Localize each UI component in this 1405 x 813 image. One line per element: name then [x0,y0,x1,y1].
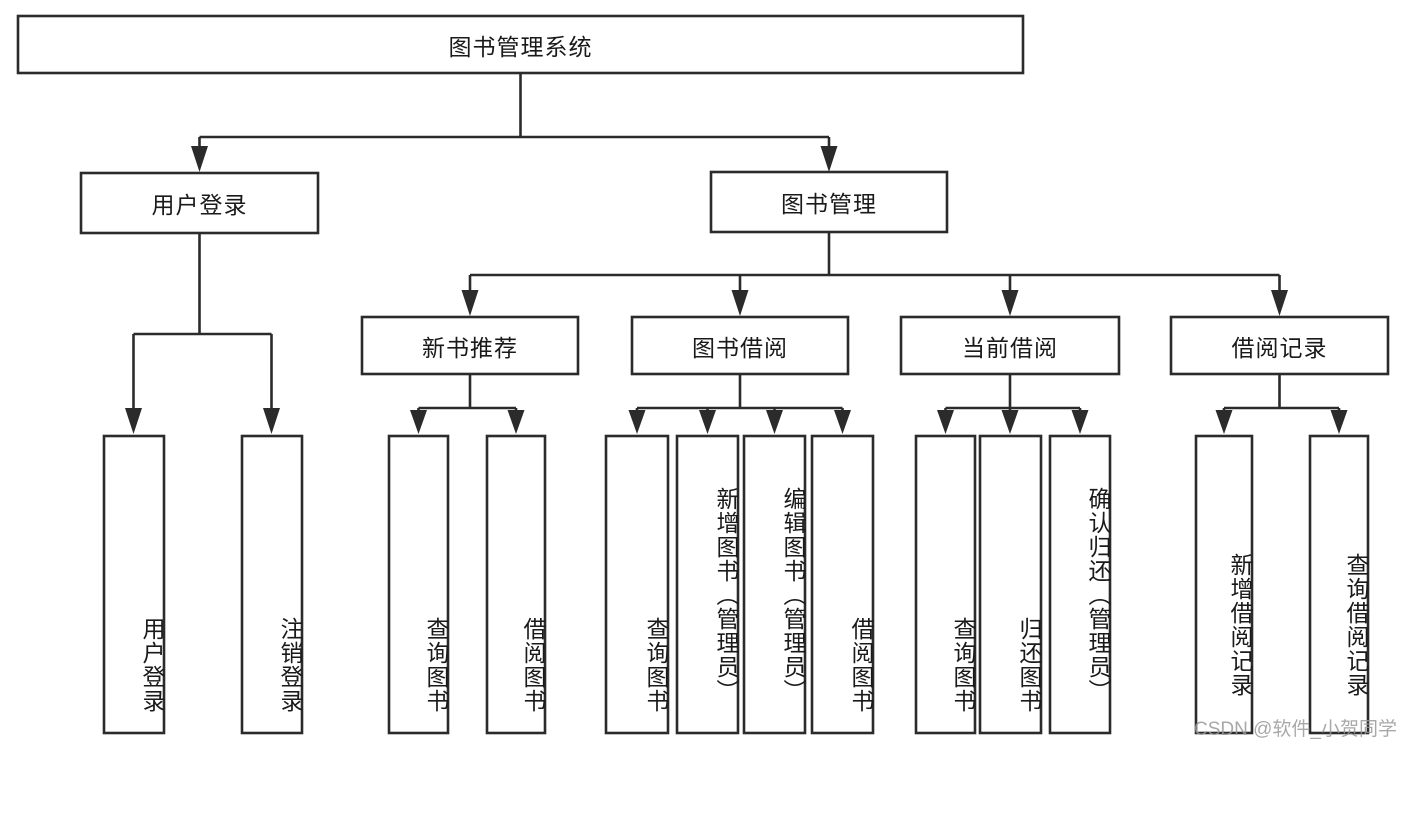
node-box-current-borrow[interactable] [899,315,1121,376]
connector-group-book-borrow [628,374,851,434]
node-box-cb-query-book[interactable] [914,434,977,735]
arrowhead-user-login-do [125,408,142,434]
arrowhead-bb-edit-book [766,410,783,434]
node-box-new-book-recommend[interactable] [360,315,580,376]
diagram-canvas: 图书管理系统 用户登录 图书管理 新书推荐 图书借阅 当前借阅 借阅记录 用户登… [16,14,1397,740]
node-box-borrow-record[interactable] [1169,315,1390,376]
connector-group-root [191,73,838,172]
node-box-user-login[interactable] [79,171,320,235]
arrowhead-bb-add-book [699,410,716,434]
node-box-br-query-record[interactable] [1308,434,1370,735]
node-box-cb-confirm-return[interactable] [1048,434,1112,735]
flowchart-svg [16,14,1390,735]
node-box-nb-borrow-book[interactable] [485,434,547,735]
arrowhead-cb-query-book [937,410,954,434]
arrowhead-nb-borrow-book [507,410,525,434]
arrowhead-book-borrow [731,290,749,316]
node-box-user-logout[interactable] [240,434,304,735]
node-box-bb-borrow-book[interactable] [810,434,875,735]
arrowhead-br-query-record [1330,410,1348,434]
connector-group-borrow-record [1215,374,1348,434]
node-box-bb-edit-book[interactable] [742,434,807,735]
node-box-book-borrow[interactable] [630,315,850,376]
arrowhead-user-logout [263,408,280,434]
connector-group-book-manage [461,232,1288,316]
connector-group-new-book-recommend [410,374,525,434]
node-box-user-login-do[interactable] [102,434,166,735]
arrowhead-nb-query-book [410,410,427,434]
arrowhead-current-borrow [1001,290,1019,316]
arrowhead-br-add-record [1215,410,1233,434]
connector-group-current-borrow [937,374,1089,434]
node-box-book-manage[interactable] [709,170,949,234]
connector-group-user-login [125,233,280,434]
arrowhead-user-login [191,146,208,172]
arrowhead-borrow-record [1271,290,1288,316]
node-box-bb-add-book[interactable] [675,434,740,735]
node-box-nb-query-book[interactable] [387,434,450,735]
arrowhead-book-manage [820,146,838,172]
node-box-root[interactable] [16,14,1025,75]
arrowhead-bb-query-book [628,410,646,434]
node-box-cb-return-book[interactable] [978,434,1043,735]
node-box-bb-query-book[interactable] [604,434,670,735]
node-box-br-add-record[interactable] [1194,434,1254,735]
arrowhead-new-book-recommend [461,290,479,316]
arrowhead-cb-return-book [1001,410,1019,434]
arrowhead-cb-confirm-return [1071,410,1089,434]
arrowhead-bb-borrow-book [834,410,851,434]
